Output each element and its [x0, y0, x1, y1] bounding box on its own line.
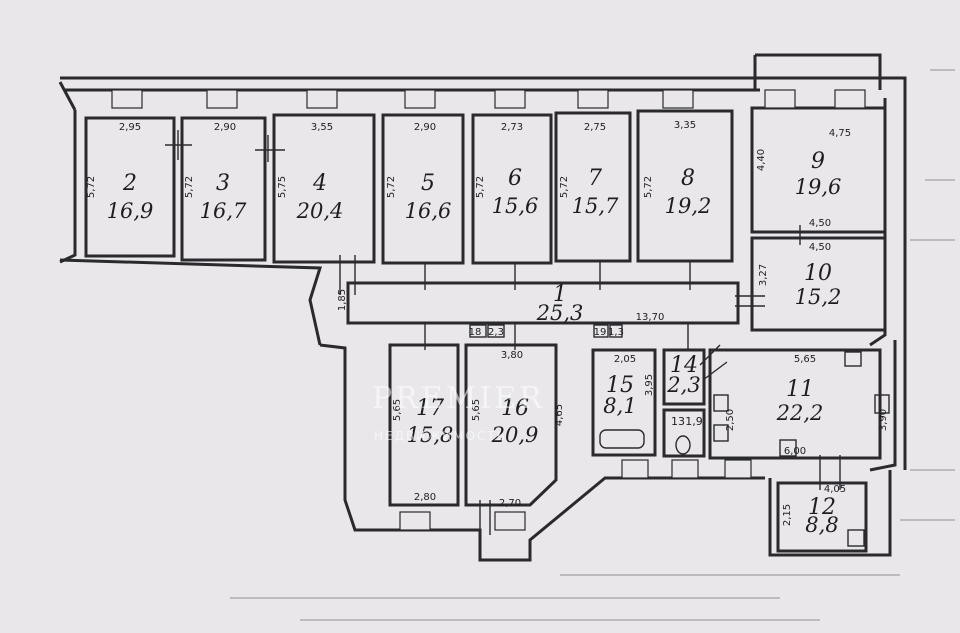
room-8-width: 3,35 [674, 120, 696, 131]
room-3-number: 3 [216, 171, 230, 196]
room-outlines [84, 106, 887, 553]
room-6-number: 6 [508, 166, 522, 191]
room-15-length: 3,95 [644, 374, 655, 396]
watermark: PREMIER НЕДВИЖИМОСТЬ [372, 381, 545, 443]
room-17-area: 15,8 [407, 423, 454, 447]
room-1-width: 1,85 [337, 289, 348, 311]
room-9-width2: 4,50 [809, 218, 831, 229]
room-7-width: 2,75 [584, 122, 606, 133]
room-11-length: 3,90 [878, 409, 889, 431]
room-9-number: 9 [811, 149, 825, 174]
room-6-length: 5,72 [475, 176, 486, 198]
room-14-area: 2,3 [666, 373, 700, 397]
room-11-width: 5,65 [794, 354, 816, 365]
room-6-width: 2,73 [501, 122, 523, 133]
room-1-area: 25,3 [536, 301, 584, 325]
room-7-length: 5,72 [559, 176, 570, 198]
room-4-number: 4 [312, 171, 327, 196]
stove-icon [779, 439, 797, 457]
room-13-number: 13 [671, 415, 685, 428]
room-18-number: 18 [469, 327, 482, 338]
room-labels: 2 16,9 3 16,7 4 20,4 5 16,6 6 15,6 7 15,… [107, 149, 842, 537]
room-8-length: 5,72 [643, 176, 654, 198]
room-12-number: 12 [808, 495, 836, 520]
room-19-area: 1,3 [608, 327, 624, 338]
room-2-width: 2,95 [119, 122, 141, 133]
room-7-area: 15,7 [572, 194, 619, 218]
sink-icon [713, 394, 729, 412]
outer-walls [58, 53, 907, 562]
room-16-length: 5,65 [471, 399, 482, 421]
room-10-number: 10 [804, 261, 832, 286]
room-10-area: 15,2 [795, 285, 842, 309]
bathtub-icon [599, 429, 645, 449]
room-10-width: 4,50 [809, 242, 831, 253]
room-11-number: 11 [786, 377, 814, 402]
room-4-width: 3,55 [311, 122, 333, 133]
sink-icon [713, 424, 729, 442]
watermark-brand: PREMIER [372, 381, 545, 416]
windows [111, 89, 866, 531]
room-1-length: 13,70 [636, 312, 665, 323]
room-2-length: 5,72 [86, 176, 97, 198]
room-9-width: 4,75 [829, 128, 851, 139]
room-12-length: 2,15 [782, 504, 793, 526]
room-11-area: 22,2 [776, 401, 824, 425]
room-17-width: 2,80 [414, 492, 436, 503]
room-10-length: 3,27 [758, 264, 769, 286]
room-17-length: 5,65 [392, 399, 403, 421]
room-16-width2: 2,70 [499, 498, 521, 509]
room-17-number: 17 [416, 396, 444, 421]
room-12-area: 8,8 [805, 513, 838, 537]
room-14-number: 14 [670, 353, 698, 378]
room-15-width: 2,05 [614, 354, 636, 365]
toilet-icon [675, 435, 691, 455]
background-print [230, 69, 955, 621]
room-3-area: 16,7 [200, 199, 247, 223]
room-15-number: 15 [606, 373, 634, 398]
stove-icon [844, 351, 862, 367]
room-12-width: 4,05 [824, 484, 846, 495]
room-19-number: 19 [594, 327, 607, 338]
room-2-area: 16,9 [107, 199, 154, 223]
room-1-number: 1 [553, 282, 567, 307]
door-marks [165, 130, 841, 535]
room-8-number: 8 [681, 166, 695, 191]
room-15-area: 8,1 [603, 394, 636, 418]
room-8-area: 19,2 [665, 194, 712, 218]
room-5-length: 5,72 [386, 176, 397, 198]
sink-icon [874, 394, 890, 414]
room-16-number: 16 [501, 396, 529, 421]
room-16-width: 3,80 [501, 350, 523, 361]
room-5-area: 16,6 [405, 199, 452, 223]
room-7-number: 7 [588, 166, 602, 191]
room-3-width: 2,90 [214, 122, 236, 133]
room-18-area: 2,3 [488, 327, 504, 338]
room-9-length: 4,40 [756, 149, 767, 171]
room-11-width2: 6,00 [784, 446, 806, 457]
watermark-subtitle: НЕДВИЖИМОСТЬ [374, 429, 507, 443]
room-11-length2: 2,50 [725, 409, 736, 431]
room-4-area: 20,4 [296, 199, 344, 223]
dimension-labels: 2,95 2,90 3,55 2,90 2,73 2,75 3,35 4,75 … [86, 120, 889, 526]
room-13-area: 1,9 [685, 415, 703, 428]
stove-icon [847, 529, 865, 547]
room-16-length2: 4,65 [554, 404, 565, 426]
fixtures [599, 351, 890, 547]
room-5-width: 2,90 [414, 122, 436, 133]
room-4-length: 5,75 [277, 176, 288, 198]
room-16-area: 20,9 [491, 423, 539, 447]
room-9-area: 19,6 [795, 175, 842, 199]
room-2-number: 2 [122, 171, 137, 196]
room-6-area: 15,6 [492, 194, 539, 218]
room-3-length: 5,72 [184, 176, 195, 198]
room-5-number: 5 [421, 171, 435, 196]
